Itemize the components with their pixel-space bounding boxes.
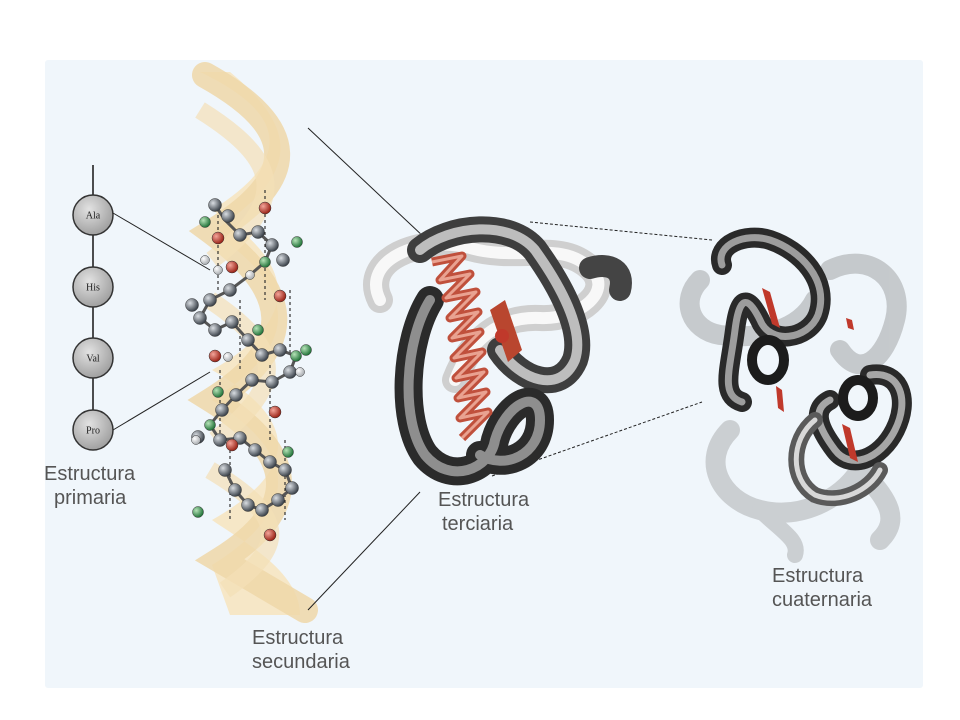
- residue-circle: [72, 194, 114, 236]
- label-primary-line2: primaria: [54, 487, 127, 509]
- residue-label: Val: [86, 354, 100, 365]
- carbon-atom: [241, 498, 255, 512]
- leader-line: [112, 371, 211, 431]
- residue-ala: Ala: [72, 194, 114, 236]
- carbon-atom: [228, 483, 242, 497]
- residue-circle: [72, 337, 114, 379]
- carbon-atom: [208, 323, 222, 337]
- label-quaternary-line2: cuaternaria: [772, 589, 873, 611]
- heme-markers: [762, 288, 858, 462]
- label-secondary-line1: Estructura: [252, 627, 344, 649]
- carbon-atom: [263, 455, 277, 469]
- carbon-atom: [273, 343, 287, 357]
- label-tertiary-line2: terciaria: [442, 513, 514, 535]
- hydrogen-atom: [223, 352, 233, 362]
- carbon-atom: [185, 298, 199, 312]
- leader-line: [529, 221, 713, 241]
- carbon-atom: [245, 373, 259, 387]
- label-quaternary-structure: Estructura cuaternaria: [772, 564, 872, 612]
- oxygen-atom: [211, 231, 225, 245]
- carbon-atom: [248, 443, 262, 457]
- residue-circle: [72, 266, 114, 308]
- label-tertiary-structure: Estructura terciaria: [438, 488, 529, 536]
- label-secondary-structure: Estructura secundaria: [252, 626, 350, 674]
- heme-marker: [846, 318, 854, 330]
- carbon-atom: [255, 348, 269, 362]
- nitrogen-atom: [252, 324, 264, 336]
- heme-group: [490, 300, 522, 362]
- carbon-atom: [213, 433, 227, 447]
- carbon-atom: [218, 463, 232, 477]
- label-tertiary-line1: Estructura: [438, 489, 530, 511]
- nitrogen-atom: [212, 386, 224, 398]
- carbon-atom: [225, 315, 239, 329]
- hydrogen-atom: [213, 265, 223, 275]
- hydrogen-atom: [200, 255, 210, 265]
- carbon-atom: [208, 198, 222, 212]
- leader-line: [307, 491, 421, 611]
- carbon-atom: [251, 225, 265, 239]
- carbon-atom: [215, 403, 229, 417]
- heme-marker: [762, 288, 780, 328]
- nitrogen-atom: [290, 350, 302, 362]
- nitrogen-atom: [300, 344, 312, 356]
- oxygen-atom: [258, 201, 272, 215]
- heme-marker: [842, 424, 858, 462]
- oxygen-atom: [225, 260, 239, 274]
- alpha-helix: [431, 251, 493, 442]
- carbon-atom: [193, 311, 207, 325]
- carbon-atom: [203, 293, 217, 307]
- hydrogen-atom: [191, 435, 201, 445]
- carbon-atom: [223, 283, 237, 297]
- subunit-upper: [711, 227, 831, 412]
- label-secondary-line2: secundaria: [252, 651, 350, 673]
- carbon-atom: [221, 209, 235, 223]
- label-primary-structure: Estructura primaria: [44, 462, 135, 510]
- carbon-atom: [233, 228, 247, 242]
- nitrogen-atom: [259, 256, 271, 268]
- carbon-atom: [265, 375, 279, 389]
- carbon-atom: [255, 503, 269, 517]
- oxygen-atom: [273, 289, 287, 303]
- carbon-atom: [265, 238, 279, 252]
- residue-label: Ala: [86, 211, 101, 222]
- leader-line: [112, 212, 211, 271]
- residue-label: Pro: [86, 426, 100, 437]
- residue-his: His: [72, 266, 114, 308]
- label-primary-line1: Estructura: [44, 463, 136, 485]
- oxygen-atom: [225, 438, 239, 452]
- nitrogen-atom: [204, 419, 216, 431]
- nitrogen-atom: [282, 446, 294, 458]
- nitrogen-atom: [192, 506, 204, 518]
- oxygen-atom: [263, 528, 277, 542]
- carbon-atom: [271, 493, 285, 507]
- quaternary-structure: [679, 227, 912, 563]
- residue-pro: Pro: [72, 409, 114, 451]
- carbon-atom: [278, 463, 292, 477]
- leader-line: [307, 127, 426, 239]
- carbon-atom: [276, 253, 290, 267]
- atom-group: [185, 198, 312, 542]
- oxygen-atom: [268, 405, 282, 419]
- hydrogen-atom: [245, 270, 255, 280]
- hydrogen-atom: [295, 367, 305, 377]
- heme-marker: [776, 386, 784, 412]
- residue-circle: [72, 409, 114, 451]
- subunit-lower: [788, 364, 912, 507]
- carbon-atom: [285, 481, 299, 495]
- tertiary-structure: [363, 216, 632, 486]
- label-quaternary-line1: Estructura: [772, 565, 864, 587]
- nitrogen-atom: [199, 216, 211, 228]
- residue-val: Val: [72, 337, 114, 379]
- carbon-atom: [283, 365, 297, 379]
- carbon-atom: [229, 388, 243, 402]
- nitrogen-atom: [291, 236, 303, 248]
- residue-label: His: [86, 283, 100, 294]
- oxygen-atom: [208, 349, 222, 363]
- carbon-atom: [241, 333, 255, 347]
